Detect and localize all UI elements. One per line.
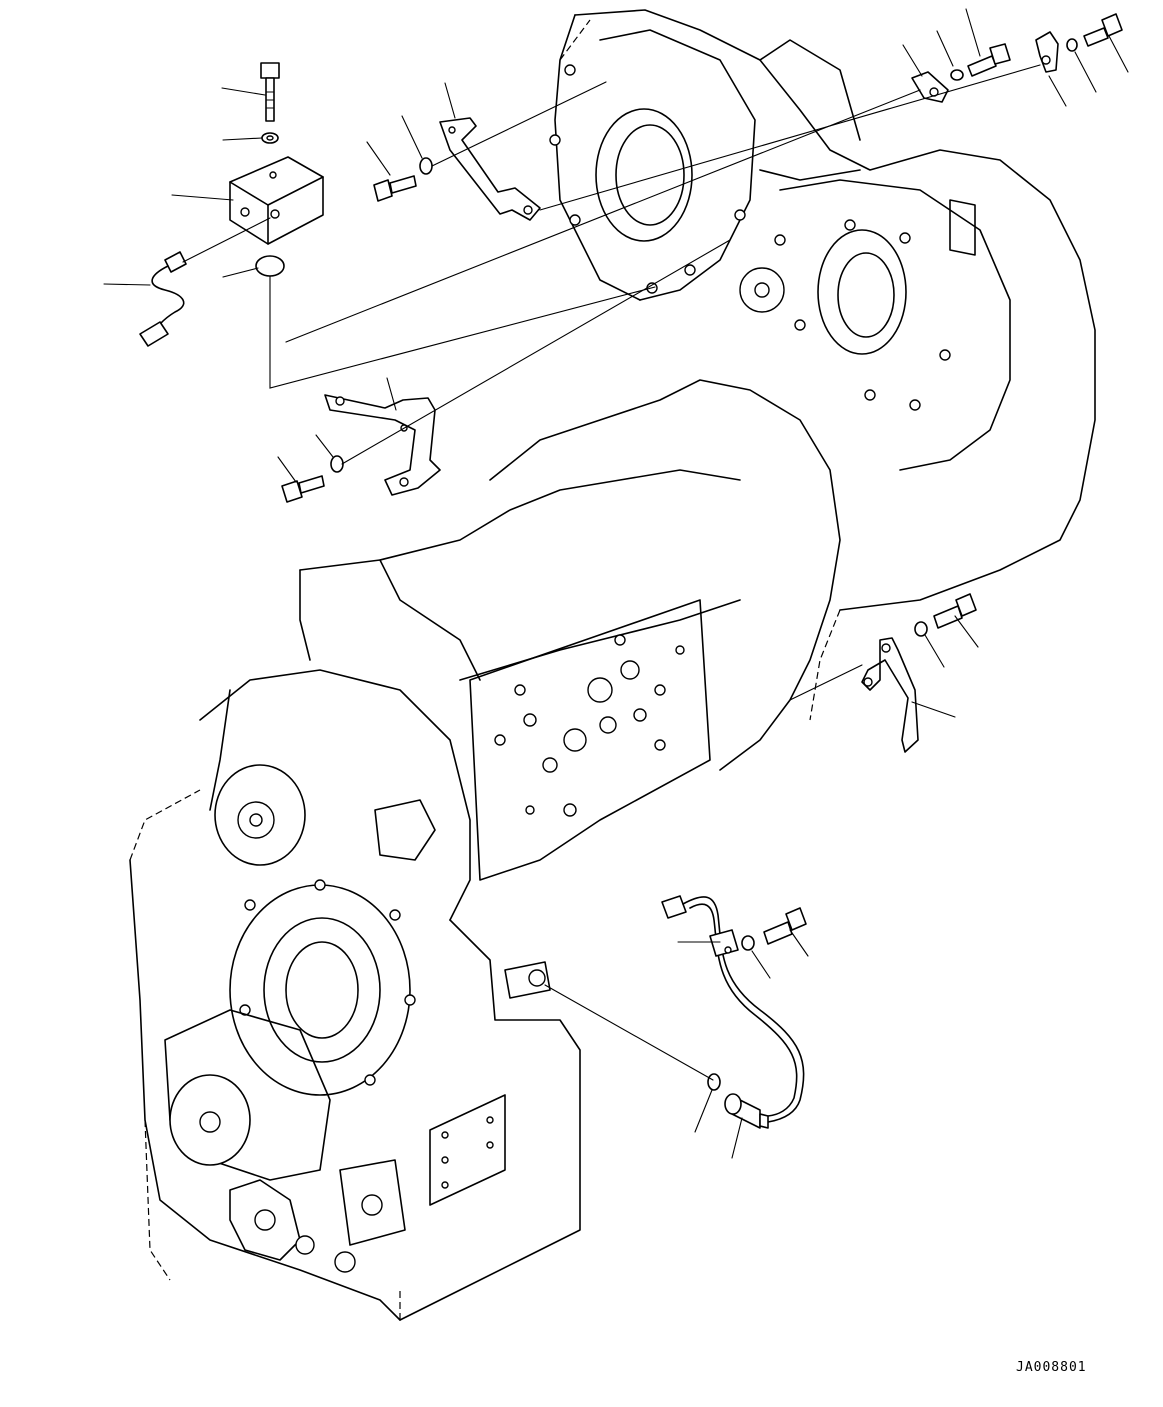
upper-bracket bbox=[439, 117, 541, 221]
transmission-housing bbox=[129, 9, 1096, 1321]
sensor-block-assembly bbox=[139, 62, 324, 347]
clip-plate bbox=[911, 71, 949, 103]
connector-icon bbox=[139, 321, 169, 347]
drawing-code: JA008801 bbox=[1016, 1360, 1087, 1375]
clip-plate bbox=[1035, 31, 1059, 73]
washer-icon bbox=[419, 157, 433, 175]
lower-bracket-assembly bbox=[281, 394, 441, 503]
washer-icon bbox=[914, 621, 928, 637]
bolt-head-icon bbox=[281, 480, 303, 503]
sensor-icon bbox=[164, 251, 187, 273]
o-ring-icon bbox=[255, 255, 285, 277]
lower-bracket bbox=[324, 394, 441, 496]
bolt-head-icon bbox=[260, 62, 280, 79]
bolt-head-icon bbox=[1101, 13, 1123, 37]
top-right-clip-assembly bbox=[911, 13, 1123, 103]
washer-icon bbox=[1066, 38, 1078, 52]
upper-bracket-assembly bbox=[373, 117, 541, 221]
lower-harness-assembly bbox=[661, 895, 807, 1129]
housing-bolt-heads bbox=[549, 64, 951, 411]
connector-icon bbox=[661, 895, 687, 919]
o-ring-icon bbox=[707, 1073, 721, 1091]
right-clip-assembly bbox=[861, 593, 977, 753]
bolt-head-icon bbox=[373, 179, 393, 202]
wire-clip bbox=[861, 637, 919, 753]
bolt-head-icon bbox=[989, 43, 1011, 65]
washer-icon bbox=[741, 935, 755, 951]
assembly-lines bbox=[182, 64, 1041, 1081]
bolt-shank bbox=[933, 605, 963, 629]
harness-clamp bbox=[709, 929, 739, 957]
flange-bolt-heads bbox=[239, 879, 416, 1086]
bolt-shank bbox=[967, 55, 997, 77]
bolt-shank bbox=[1083, 27, 1109, 47]
washer-icon bbox=[950, 69, 964, 81]
bolt-head-icon bbox=[955, 593, 977, 617]
bolt-shank bbox=[763, 921, 793, 945]
washer-icon bbox=[330, 455, 344, 473]
leader-lines bbox=[103, 8, 1129, 1159]
bolt-head-icon bbox=[785, 907, 807, 931]
valve-body-ports bbox=[494, 634, 685, 817]
